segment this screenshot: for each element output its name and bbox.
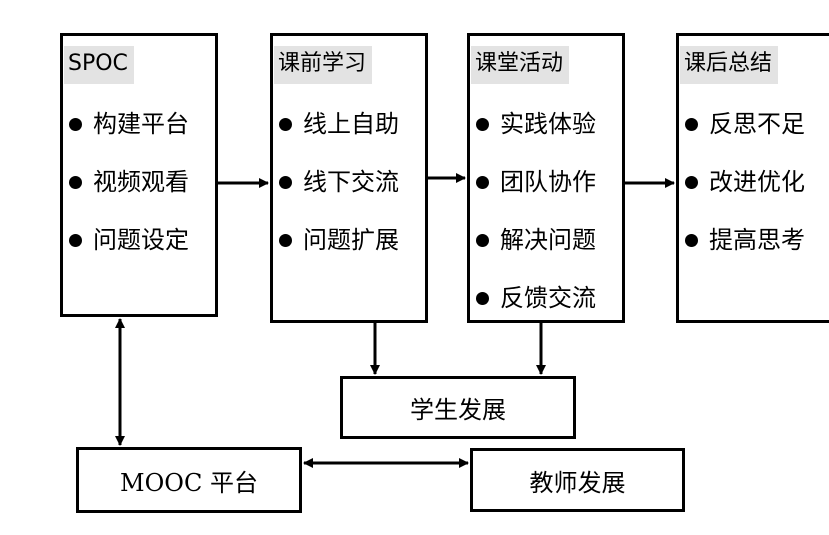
- spoc-item: 构建平台: [69, 108, 189, 166]
- bullet-icon: [279, 234, 292, 247]
- classroom-item-list: 实践体验 团队协作 解决问题 反馈交流: [476, 108, 596, 340]
- teacher-development-label: 教师发展: [529, 468, 626, 497]
- mooc-platform-label: MOOC 平台: [120, 468, 258, 497]
- post-class-item-label: 反思不足: [709, 110, 805, 138]
- pre-class-item-label: 问题扩展: [303, 226, 399, 254]
- classroom-item-label: 实践体验: [500, 110, 596, 138]
- bullet-icon: [279, 176, 292, 189]
- teacher-development-box: 教师发展: [470, 448, 685, 512]
- post-class-summary-box: 课后总结 反思不足 改进优化 提高思考: [676, 33, 829, 323]
- spoc-item-label: 问题设定: [93, 226, 189, 254]
- classroom-item: 实践体验: [476, 108, 596, 166]
- mooc-platform-box: MOOC 平台: [76, 447, 302, 513]
- student-development-label: 学生发展: [410, 396, 506, 424]
- pre-class-item: 线上自助: [279, 108, 399, 166]
- bullet-icon: [476, 234, 489, 247]
- bullet-icon: [685, 234, 698, 247]
- bullet-icon: [685, 176, 698, 189]
- bullet-icon: [685, 118, 698, 131]
- pre-class-learning-title: 课前学习: [274, 46, 373, 84]
- classroom-item: 团队协作: [476, 166, 596, 224]
- post-class-item-list: 反思不足 改进优化 提高思考: [685, 108, 805, 282]
- classroom-item: 解决问题: [476, 224, 596, 282]
- spoc-item-label: 视频观看: [93, 168, 189, 196]
- spoc-title: SPOC: [64, 46, 134, 84]
- post-class-item: 提高思考: [685, 224, 805, 282]
- bullet-icon: [69, 176, 82, 189]
- pre-class-item-label: 线上自助: [303, 110, 399, 138]
- classroom-item: 反馈交流: [476, 282, 596, 340]
- bullet-icon: [476, 292, 489, 305]
- bullet-icon: [476, 118, 489, 131]
- pre-class-item-label: 线下交流: [303, 168, 399, 196]
- classroom-item-label: 解决问题: [500, 226, 596, 254]
- classroom-item-label: 团队协作: [500, 168, 596, 196]
- bullet-icon: [69, 234, 82, 247]
- post-class-item: 改进优化: [685, 166, 805, 224]
- spoc-item: 问题设定: [69, 224, 189, 282]
- classroom-item-label: 反馈交流: [500, 284, 596, 312]
- post-class-item-label: 改进优化: [709, 168, 805, 196]
- spoc-box: SPOC 构建平台 视频观看 问题设定: [60, 33, 218, 317]
- post-class-summary-title: 课后总结: [680, 46, 779, 84]
- pre-class-learning-box: 课前学习 线上自助 线下交流 问题扩展: [270, 33, 428, 323]
- classroom-activity-box: 课堂活动 实践体验 团队协作 解决问题 反馈交流: [467, 33, 625, 323]
- post-class-item: 反思不足: [685, 108, 805, 166]
- post-class-item-label: 提高思考: [709, 226, 805, 254]
- spoc-item-label: 构建平台: [93, 110, 189, 138]
- student-development-box: 学生发展: [340, 376, 576, 439]
- pre-class-item: 问题扩展: [279, 224, 399, 282]
- pre-class-item-list: 线上自助 线下交流 问题扩展: [279, 108, 399, 282]
- bullet-icon: [69, 118, 82, 131]
- bullet-icon: [279, 118, 292, 131]
- bullet-icon: [476, 176, 489, 189]
- classroom-activity-title: 课堂活动: [471, 46, 570, 84]
- pre-class-item: 线下交流: [279, 166, 399, 224]
- spoc-item-list: 构建平台 视频观看 问题设定: [69, 108, 189, 282]
- spoc-item: 视频观看: [69, 166, 189, 224]
